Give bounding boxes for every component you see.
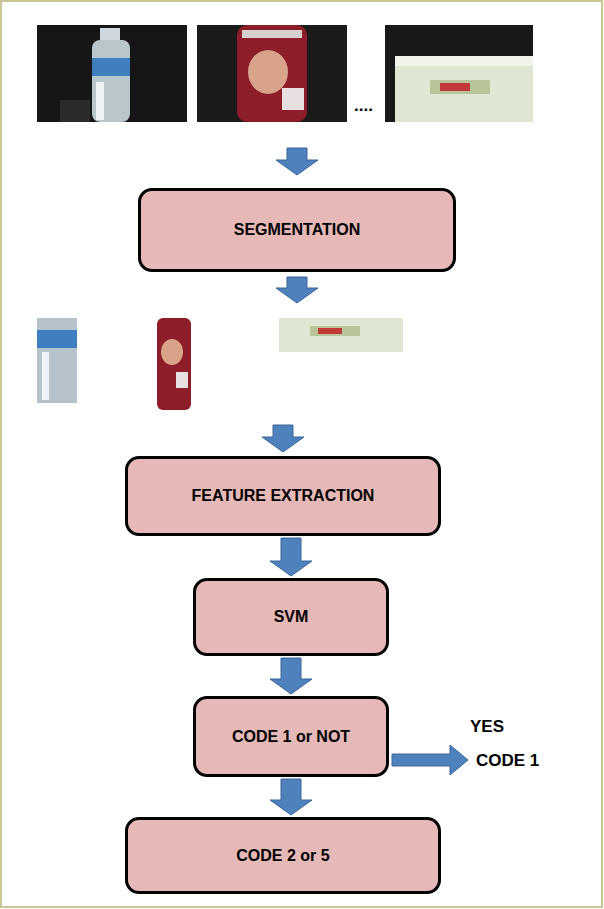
process-box: CODE 2 or 5 — [125, 817, 441, 894]
process-box: FEATURE EXTRACTION — [125, 456, 441, 536]
box-label: CODE 2 or 5 — [226, 847, 339, 865]
process-box: SEGMENTATION — [138, 188, 456, 272]
block-arrow — [262, 425, 304, 452]
box-label: FEATURE EXTRACTION — [182, 487, 385, 505]
output-label: YES — [470, 717, 504, 737]
block-arrow — [392, 745, 468, 775]
block-arrow — [270, 658, 312, 694]
box-label: SVM — [264, 608, 319, 626]
ellipsis-label: .... — [354, 96, 373, 116]
segmented-red-bottle — [157, 318, 191, 410]
process-box: SVM — [193, 578, 389, 656]
box-label: CODE 1 or NOT — [222, 728, 360, 746]
block-arrow — [276, 277, 318, 303]
photo-red-bottle — [197, 25, 347, 122]
output-label: CODE 1 — [476, 751, 539, 771]
block-arrow — [270, 538, 312, 576]
block-arrow — [270, 779, 312, 815]
block-arrow — [276, 148, 318, 175]
photo-container — [385, 25, 533, 122]
photo-water-bottle — [37, 25, 187, 122]
process-box: CODE 1 or NOT — [193, 696, 389, 777]
segmented-water-bottle — [37, 318, 77, 403]
segmented-container — [279, 318, 403, 352]
box-label: SEGMENTATION — [224, 221, 371, 239]
